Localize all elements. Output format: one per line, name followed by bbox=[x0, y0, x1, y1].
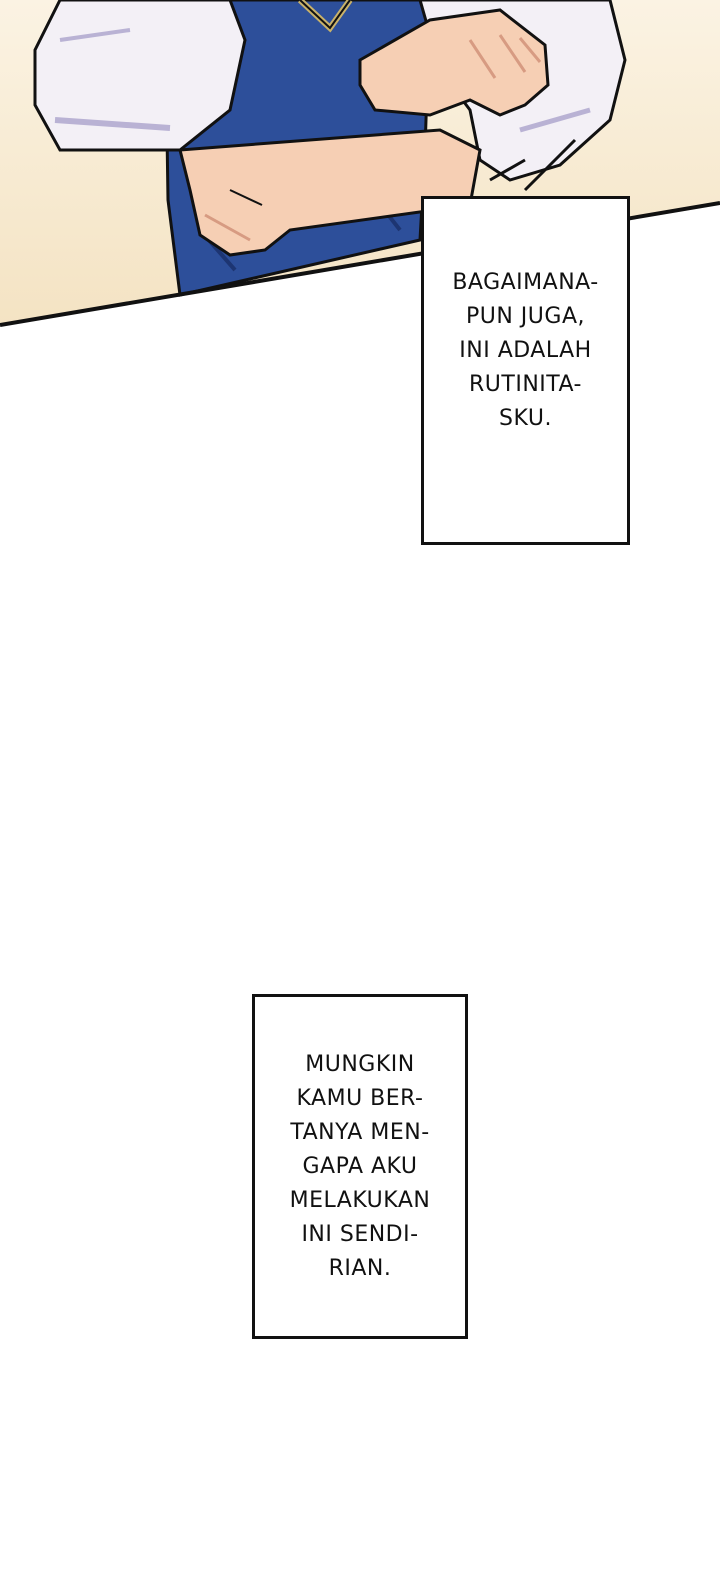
caption-2-line-7: RIAN. bbox=[328, 1255, 392, 1281]
caption-1-line-1: BAGAIMANA- bbox=[452, 269, 599, 295]
comic-panel-illustration bbox=[0, 0, 720, 327]
caption-1-line-5: SKU. bbox=[499, 405, 552, 431]
caption-2-line-2: KAMU BER- bbox=[296, 1085, 424, 1111]
caption-2-line-4: GAPA AKU bbox=[302, 1153, 418, 1179]
caption-2-line-5: MELAKUKAN bbox=[289, 1187, 431, 1213]
caption-1-line-2: PUN JUGA, bbox=[465, 303, 585, 329]
caption-1-line-4: RUTINITA- bbox=[469, 371, 582, 397]
caption-2-line-6: INI SENDI- bbox=[301, 1221, 419, 1247]
caption-box-1: BAGAIMANA- PUN JUGA, INI ADALAH RUTINITA… bbox=[421, 196, 630, 545]
caption-2-line-1: MUNGKIN bbox=[305, 1051, 415, 1077]
caption-2-line-3: TANYA MEN- bbox=[290, 1119, 430, 1145]
caption-box-2: MUNGKIN KAMU BER- TANYA MEN- GAPA AKU ME… bbox=[252, 994, 468, 1339]
character-forearm-lower bbox=[178, 128, 482, 257]
caption-1-line-3: INI ADALAH bbox=[459, 337, 592, 363]
